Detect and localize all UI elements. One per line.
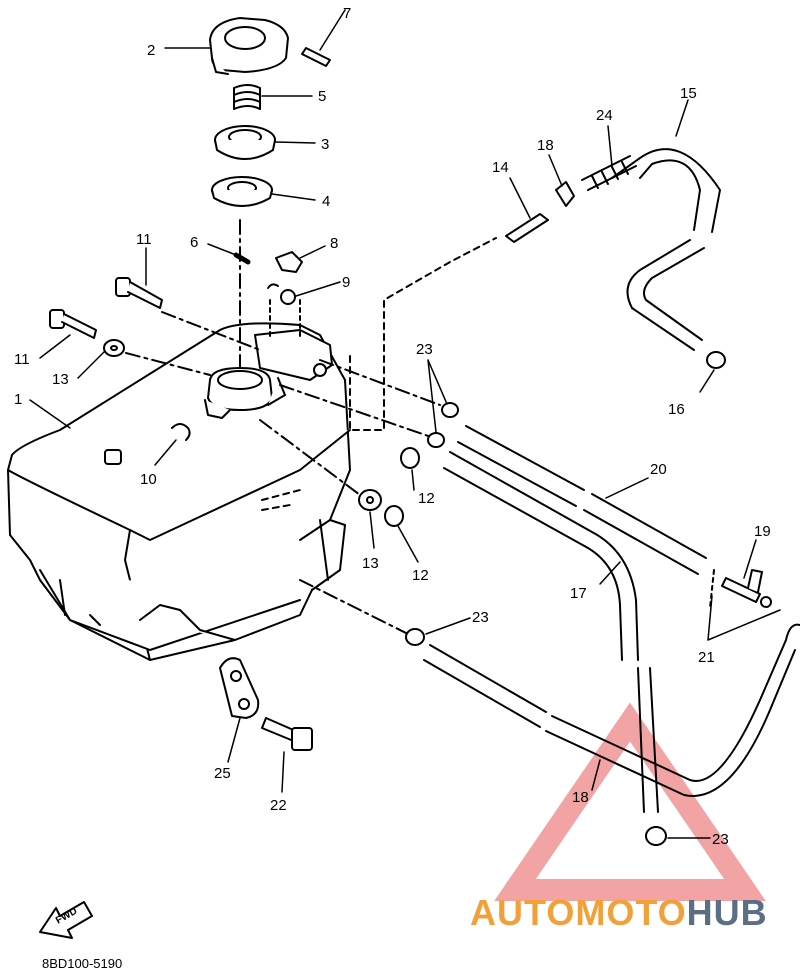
drawing-code: 8BD100-5190 (42, 956, 123, 971)
hose-clamp (405, 402, 667, 846)
callout-5: 5 (318, 88, 326, 105)
grommet-lower (384, 505, 404, 527)
callout-21: 21 (698, 649, 715, 666)
callout-17: 17 (570, 585, 587, 602)
collar (267, 283, 296, 305)
callout-23c: 23 (712, 831, 729, 848)
hose-15 (611, 148, 721, 233)
fitting (505, 213, 549, 243)
hose-18-right (545, 623, 800, 797)
axis-c (299, 579, 421, 641)
callout-18a: 18 (537, 137, 554, 154)
clip (275, 251, 303, 273)
callouts: 7 2 5 3 4 11 6 8 9 11 13 1 10 23 12 13 1… (14, 5, 771, 848)
callout-23b: 23 (472, 609, 489, 626)
t-joint (721, 569, 772, 608)
callout-19: 19 (754, 523, 771, 540)
leader-lines (29, 9, 781, 839)
joint-guide (709, 569, 715, 609)
hose-20-upper (457, 425, 585, 507)
callout-4: 4 (322, 193, 330, 210)
washer-lower (358, 489, 382, 511)
callout-24: 24 (596, 107, 613, 124)
bracket (219, 657, 260, 719)
hose-16 (626, 239, 705, 351)
small-pin (233, 252, 251, 265)
watermark-part2: HUB (686, 892, 768, 933)
fuel-cap (209, 17, 289, 75)
callout-25: 25 (214, 765, 231, 782)
spring-guard (581, 155, 637, 191)
axis-d (319, 359, 441, 406)
bolt-lower (49, 309, 97, 339)
hose-20-lower (583, 493, 707, 575)
bolt-upper (115, 277, 163, 309)
hose-17 (443, 451, 639, 661)
callout-13a: 13 (52, 371, 69, 388)
axis-b (259, 419, 361, 496)
watermark-logo: AUTOMOTOHUB (470, 892, 768, 934)
flange-bolt (261, 717, 313, 751)
callout-6: 6 (190, 234, 198, 251)
bolt-axis-lower (125, 352, 211, 376)
callout-1: 1 (14, 391, 22, 408)
fuel-tank (7, 322, 351, 661)
callout-12b: 12 (412, 567, 429, 584)
hose-17-lower (637, 667, 659, 813)
axis-a (279, 384, 441, 441)
cap-valve (214, 125, 276, 160)
small-clip (555, 181, 575, 207)
grommet-upper (400, 447, 420, 469)
guide-lines (269, 299, 301, 341)
callout-18b: 18 (572, 789, 589, 806)
routing-line (349, 237, 497, 431)
callout-10: 10 (140, 471, 157, 488)
watermark-part1: AUTOMOTO (470, 892, 687, 933)
callout-11a: 11 (136, 231, 152, 248)
callout-23a: 23 (416, 341, 433, 358)
hose-18-left (423, 644, 547, 728)
callout-12a: 12 (418, 490, 435, 507)
callout-11b: 11 (14, 351, 30, 368)
callout-14: 14 (492, 159, 509, 176)
cap-gasket (211, 176, 273, 207)
watermark-triangle (494, 702, 766, 901)
bolt-axis-upper (161, 311, 261, 351)
tank-clip (171, 423, 191, 441)
callout-3: 3 (321, 136, 329, 153)
cap-pin (301, 47, 331, 67)
callout-16: 16 (668, 401, 685, 418)
callout-7: 7 (343, 5, 351, 22)
washer (103, 339, 125, 357)
fwd-arrow (39, 901, 93, 939)
callout-8: 8 (330, 235, 338, 252)
callout-9: 9 (342, 274, 350, 291)
callout-13b: 13 (362, 555, 379, 572)
cap-spring (233, 84, 261, 110)
clamp-right (706, 351, 726, 369)
callout-20: 20 (650, 461, 667, 478)
callout-15: 15 (680, 85, 697, 102)
callout-22: 22 (270, 797, 287, 814)
callout-2: 2 (147, 42, 155, 59)
